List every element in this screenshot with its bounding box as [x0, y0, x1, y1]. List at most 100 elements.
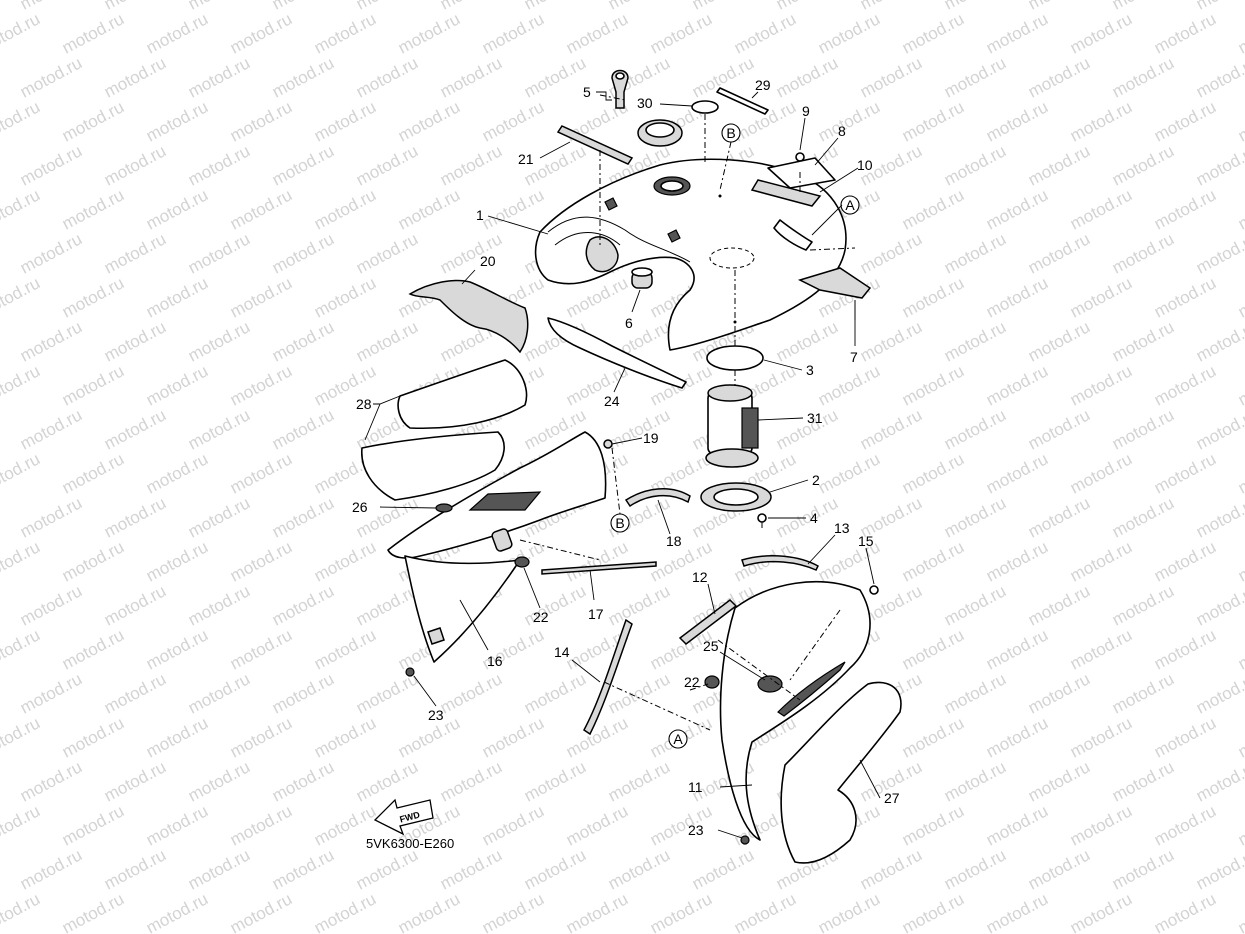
bolt-23b — [740, 835, 750, 845]
watermark-text: motod.ru — [353, 0, 421, 14]
watermark-text: motod.ru — [143, 625, 211, 673]
watermark-text: motod.ru — [941, 229, 1009, 277]
watermark-text: motod.ru — [0, 141, 1, 189]
watermark-text: motod.ru — [101, 581, 169, 629]
watermark-text: motod.ru — [0, 9, 43, 57]
callout-27: 27 — [884, 790, 900, 806]
watermark-text: motod.ru — [941, 405, 1009, 453]
watermark-text: motod.ru — [1067, 889, 1135, 934]
watermark-text: motod.ru — [227, 889, 295, 934]
watermark-text: motod.ru — [311, 713, 379, 761]
watermark-text: motod.ru — [0, 801, 43, 849]
watermark-text: motod.ru — [605, 845, 673, 893]
watermark-text: motod.ru — [1151, 801, 1219, 849]
watermark-text: motod.ru — [59, 537, 127, 585]
watermark-text: motod.ru — [1109, 493, 1177, 541]
watermark-text: motod.ru — [773, 493, 841, 541]
callout-3: 3 — [806, 362, 814, 378]
watermark-text: motod.ru — [1151, 625, 1219, 673]
watermark-text: motod.ru — [269, 317, 337, 365]
watermark-text: motod.ru — [227, 449, 295, 497]
cover-20 — [408, 279, 529, 354]
watermark-text: motod.ru — [1235, 185, 1245, 233]
watermark-text: motod.ru — [59, 449, 127, 497]
damper-6 — [631, 267, 653, 289]
svg-text:B: B — [726, 125, 735, 141]
watermark-text: motod.ru — [983, 801, 1051, 849]
callout-22b: 22 — [684, 674, 700, 690]
damper-strip-21 — [556, 125, 634, 165]
watermark-text: motod.ru — [899, 801, 967, 849]
watermark-text: motod.ru — [857, 229, 925, 277]
callout-4: 4 — [810, 510, 818, 526]
watermark-text: motod.ru — [185, 405, 253, 453]
watermark-text: motod.ru — [395, 97, 463, 145]
watermark-text: motod.ru — [1235, 97, 1245, 145]
watermark-text: motod.ru — [437, 53, 505, 101]
watermark-text: motod.ru — [269, 493, 337, 541]
callout-20: 20 — [480, 253, 496, 269]
watermark-text: motod.ru — [479, 9, 547, 57]
watermark-text: motod.ru — [1151, 97, 1219, 145]
callout-1: 1 — [476, 207, 484, 223]
side-cover-vent — [777, 661, 846, 717]
watermark-text: motod.ru — [353, 229, 421, 277]
watermark-text: motod.ru — [269, 845, 337, 893]
grommet-16 — [491, 528, 513, 552]
seat-pad-28b — [361, 431, 505, 501]
watermark-text: motod.ru — [521, 581, 589, 629]
watermark-text: motod.ru — [479, 713, 547, 761]
watermark-text: motod.ru — [1067, 449, 1135, 497]
watermark-text: motod.ru — [185, 669, 253, 717]
watermark-text: motod.ru — [479, 97, 547, 145]
watermark-text: motod.ru — [185, 317, 253, 365]
callout-25: 25 — [703, 638, 719, 654]
watermark-text: motod.ru — [1235, 889, 1245, 934]
watermark-text: motod.ru — [0, 405, 1, 453]
watermark-text: motod.ru — [1151, 889, 1219, 934]
watermark-text: motod.ru — [1067, 801, 1135, 849]
svg-text:A: A — [845, 197, 855, 213]
watermark-text: motod.ru — [143, 713, 211, 761]
watermark-text: motod.ru — [983, 889, 1051, 934]
watermark-text: motod.ru — [1193, 0, 1245, 14]
callout-13: 13 — [834, 520, 850, 536]
watermark-text: motod.ru — [521, 53, 589, 101]
watermark-text: motod.ru — [59, 361, 127, 409]
watermark-text: motod.ru — [1193, 493, 1245, 541]
watermark-text: motod.ru — [17, 845, 85, 893]
watermark-text: motod.ru — [1193, 317, 1245, 365]
watermark-text: motod.ru — [185, 0, 253, 14]
watermark-text: motod.ru — [1193, 669, 1245, 717]
watermark-text: motod.ru — [227, 9, 295, 57]
watermark-text: motod.ru — [1025, 757, 1093, 805]
watermark-text: motod.ru — [1109, 669, 1177, 717]
ref-marker-b: B — [721, 123, 741, 143]
strip-17 — [541, 561, 657, 575]
ref-marker-a: A — [840, 195, 860, 215]
watermark-text: motod.ru — [185, 581, 253, 629]
watermark-text: motod.ru — [479, 801, 547, 849]
watermark-text: motod.ru — [1025, 845, 1093, 893]
watermark-text: motod.ru — [17, 405, 85, 453]
watermark-text: motod.ru — [605, 669, 673, 717]
bolt-4 — [757, 513, 767, 528]
watermark-text: motod.ru — [563, 889, 631, 934]
watermark-text: motod.ru — [899, 97, 967, 145]
watermark-text: motod.ru — [1067, 537, 1135, 585]
diagram-code: 5VK6300-E260 — [366, 836, 454, 851]
callout-10: 10 — [857, 157, 873, 173]
strip-18 — [624, 488, 691, 508]
watermark-text: motod.ru — [185, 845, 253, 893]
watermark-text: motod.ru — [0, 889, 43, 934]
watermark-text: motod.ru — [1151, 185, 1219, 233]
watermark-text: motod.ru — [899, 273, 967, 321]
watermark-text: motod.ru — [773, 317, 841, 365]
callout-11: 11 — [688, 779, 703, 795]
watermark-text: motod.ru — [1067, 625, 1135, 673]
watermark-text: motod.ru — [59, 625, 127, 673]
watermark-text: motod.ru — [101, 493, 169, 541]
callout-30: 30 — [637, 95, 653, 111]
watermark-text: motod.ru — [59, 273, 127, 321]
